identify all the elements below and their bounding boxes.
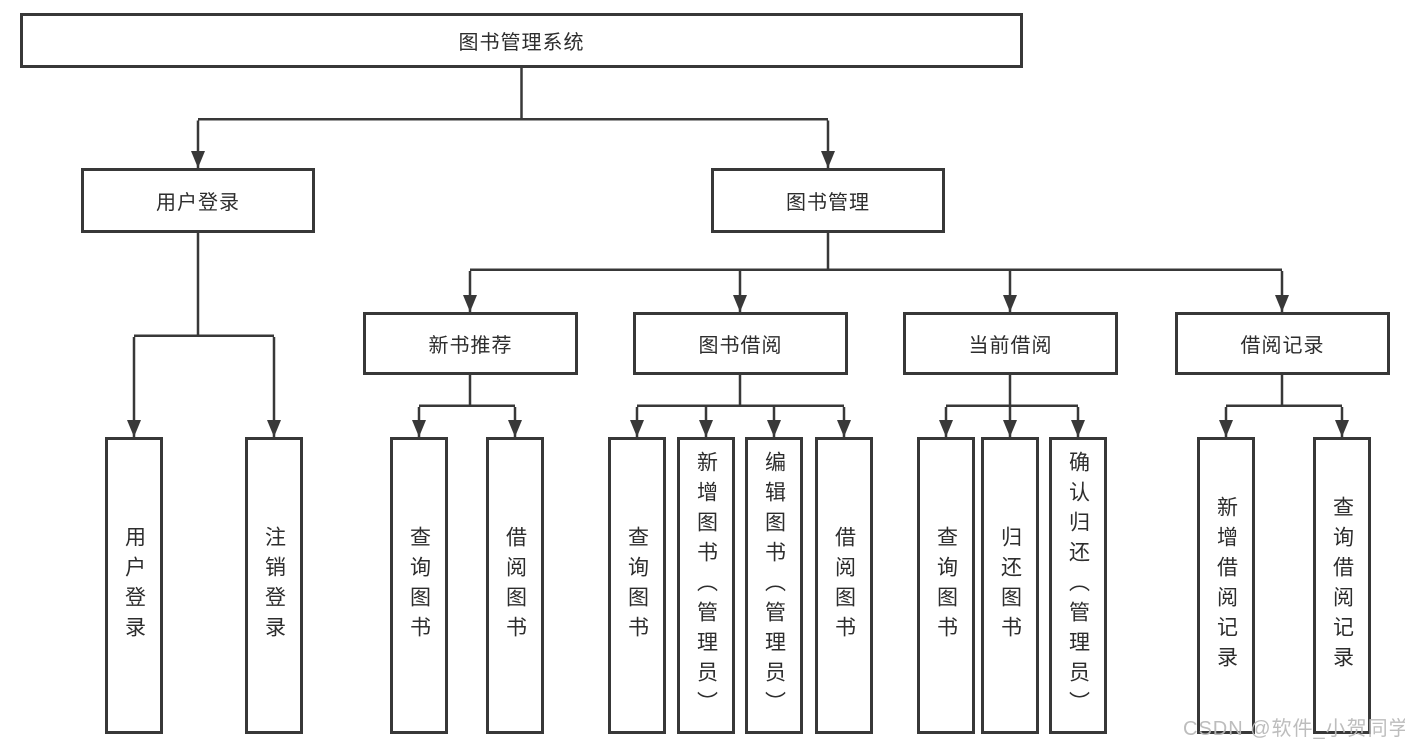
- node-library-management-system: 图书管理系统: [20, 13, 1023, 68]
- node-label: 用户登录: [122, 525, 146, 646]
- node-label: 归还图书: [998, 525, 1022, 646]
- node-label: 图书借阅: [698, 335, 783, 357]
- node-label: 借阅图书: [503, 525, 527, 646]
- leaf-add-borrow-record: 新增借阅记录: [1197, 437, 1255, 734]
- node-label: 查询图书: [407, 525, 431, 646]
- leaf-add-books-admin: 新增图书（管理员）: [677, 437, 735, 734]
- node-label: 当前借阅: [968, 335, 1053, 357]
- leaf-edit-books-admin: 编辑图书（管理员）: [745, 437, 803, 734]
- csdn-watermark: CSDN @软件_小贺同学: [1183, 718, 1405, 740]
- node-label: 确认归还（管理员）: [1066, 450, 1090, 721]
- node-book-management: 图书管理: [711, 168, 945, 233]
- node-label: 新增图书（管理员）: [694, 450, 718, 721]
- node-user-login: 用户登录: [81, 168, 315, 233]
- node-label: 新书推荐: [428, 335, 513, 357]
- node-current-borrow: 当前借阅: [903, 312, 1118, 375]
- node-label: 编辑图书（管理员）: [762, 450, 786, 721]
- node-label: 查询图书: [934, 525, 958, 646]
- leaf-confirm-return-admin: 确认归还（管理员）: [1049, 437, 1107, 734]
- leaf-query-books-current: 查询图书: [917, 437, 975, 734]
- leaf-borrow-books: 借阅图书: [815, 437, 873, 734]
- node-label: 借阅图书: [832, 525, 856, 646]
- node-label: 图书管理系统: [458, 32, 585, 54]
- leaf-user-login: 用户登录: [105, 437, 163, 734]
- node-label: 注销登录: [262, 525, 286, 646]
- node-label: 查询图书: [625, 525, 649, 646]
- leaf-query-borrow-record: 查询借阅记录: [1313, 437, 1371, 734]
- node-label: 新增借阅记录: [1214, 495, 1238, 676]
- node-new-book-recommend: 新书推荐: [363, 312, 578, 375]
- leaf-return-books: 归还图书: [981, 437, 1039, 734]
- leaf-query-books-recommend: 查询图书: [390, 437, 448, 734]
- node-label: 用户登录: [156, 192, 240, 214]
- leaf-borrow-books-recommend: 借阅图书: [486, 437, 544, 734]
- node-label: 图书管理: [786, 192, 870, 214]
- node-borrow-records: 借阅记录: [1175, 312, 1390, 375]
- leaf-query-books-borrow: 查询图书: [608, 437, 666, 734]
- node-label: 查询借阅记录: [1330, 495, 1354, 676]
- leaf-logout: 注销登录: [245, 437, 303, 734]
- node-label: 借阅记录: [1240, 335, 1325, 357]
- node-book-borrow: 图书借阅: [633, 312, 848, 375]
